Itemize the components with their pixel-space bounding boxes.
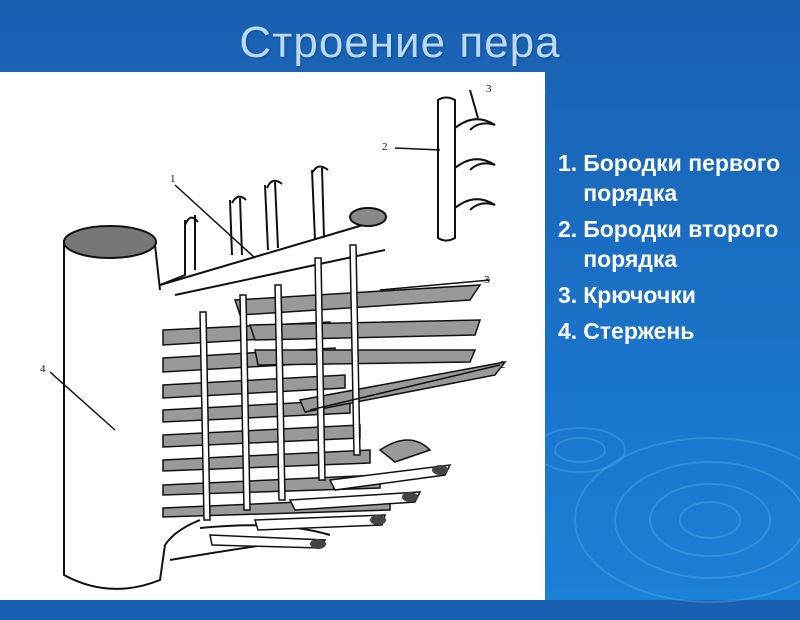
callout-1: 1 — [170, 173, 176, 185]
legend-text: Бородки первого порядка — [583, 148, 788, 208]
legend-text: Бородки второго порядка — [583, 214, 788, 274]
callout-3b: 3 — [484, 274, 490, 286]
feather-structure-figure: 1 2 3 4 2 3 — [0, 72, 545, 600]
inset-barbule — [438, 98, 455, 241]
feather-diagram: 1 2 3 4 2 3 — [0, 72, 545, 600]
legend-number: 3. — [558, 280, 577, 310]
legend-item: 2. Бородки второго порядка — [558, 214, 788, 274]
slide-title: Строение пера — [0, 18, 800, 68]
water-ripple-decoration — [520, 340, 800, 620]
rachis-right-edge — [155, 245, 160, 290]
callout-3: 3 — [486, 83, 492, 95]
legend-item: 3. Крючочки — [558, 280, 788, 310]
legend-item: 1. Бородки первого порядка — [558, 148, 788, 208]
legend-list: 1. Бородки первого порядка 2. Бородки вт… — [558, 148, 788, 352]
legend-text: Крючочки — [583, 280, 788, 310]
callout-4: 4 — [40, 363, 46, 375]
callout-2: 2 — [382, 141, 388, 153]
rachis-cross-section — [64, 226, 156, 258]
legend-number: 2. — [558, 214, 577, 274]
legend-number: 1. — [558, 148, 577, 208]
legend-text: Стержень — [583, 316, 788, 346]
legend-number: 4. — [558, 316, 577, 346]
legend-item: 4. Стержень — [558, 316, 788, 346]
callout-2b: 2 — [500, 359, 506, 371]
